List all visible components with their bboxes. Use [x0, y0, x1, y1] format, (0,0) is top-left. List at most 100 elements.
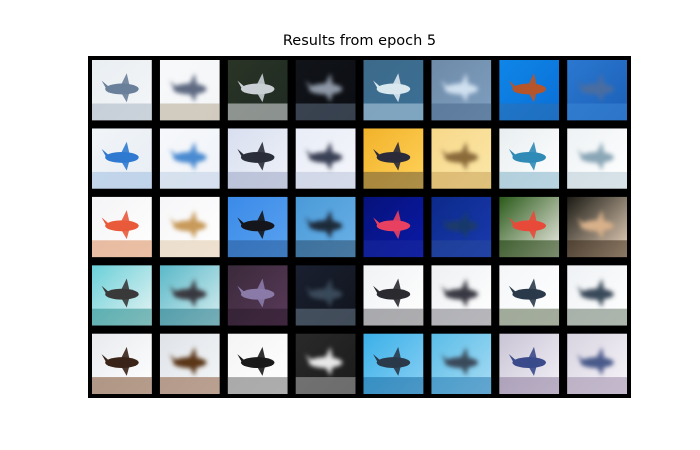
reconstructed-image-tile	[431, 265, 492, 326]
reconstructed-image-tile	[567, 333, 627, 394]
tile-ground	[431, 377, 492, 394]
tile-subject	[169, 210, 207, 240]
reconstructed-image-tile	[159, 128, 220, 189]
tile-subject	[440, 346, 479, 376]
reconstructed-image-tile	[567, 265, 627, 326]
reconstructed-image-tile	[431, 196, 492, 258]
original-image-tile	[499, 128, 560, 189]
tile-ground	[92, 240, 152, 258]
original-image-tile	[227, 265, 288, 326]
tile-subject	[373, 210, 411, 240]
original-image-tile	[363, 265, 424, 326]
tile-ground	[227, 171, 288, 189]
tile-subject	[373, 73, 411, 103]
tile-ground	[295, 308, 356, 326]
tile-ground	[227, 240, 288, 258]
tile-ground	[567, 103, 627, 121]
tile-subject	[508, 73, 546, 103]
original-image-tile	[363, 128, 424, 189]
tile-subject	[576, 141, 614, 171]
tile-subject	[237, 141, 275, 171]
tile-ground	[295, 103, 356, 121]
reconstructed-image-tile	[567, 60, 627, 121]
tile-ground	[499, 171, 560, 189]
tile-ground	[567, 377, 627, 394]
original-image-tile	[499, 60, 560, 121]
tile-subject	[169, 278, 207, 308]
tile-subject	[237, 73, 275, 103]
original-image-tile	[92, 196, 152, 258]
reconstructed-image-tile	[431, 333, 492, 394]
tile-ground	[567, 171, 627, 189]
tile-ground	[499, 103, 560, 121]
tile-ground	[227, 103, 288, 121]
tile-ground	[295, 240, 356, 258]
tile-subject	[101, 278, 139, 308]
original-image-tile	[363, 196, 424, 258]
original-image-tile	[227, 333, 288, 394]
original-image-tile	[92, 333, 152, 394]
reconstructed-image-tile	[295, 196, 356, 258]
tile-subject	[237, 278, 275, 308]
tile-ground	[363, 308, 424, 326]
tile-subject	[440, 210, 479, 240]
tile-subject	[440, 278, 479, 308]
tile-ground	[92, 308, 152, 326]
tile-ground	[92, 103, 152, 121]
original-image-tile	[227, 196, 288, 258]
tile-ground	[499, 240, 560, 258]
tile-ground	[92, 377, 152, 394]
tile-ground	[499, 377, 560, 394]
tile-ground	[363, 377, 424, 394]
tile-ground	[227, 308, 288, 326]
reconstructed-image-tile	[295, 60, 356, 121]
tile-subject	[440, 73, 479, 103]
original-image-tile	[363, 333, 424, 394]
tile-subject	[440, 141, 479, 171]
tile-subject	[305, 73, 343, 103]
tile-ground	[431, 103, 492, 121]
tile-ground	[431, 240, 492, 258]
reconstructed-image-tile	[159, 60, 220, 121]
original-image-tile	[499, 196, 560, 258]
original-image-tile	[227, 128, 288, 189]
reconstructed-image-tile	[295, 128, 356, 189]
reconstructed-image-tile	[295, 265, 356, 326]
tile-subject	[169, 73, 207, 103]
tile-subject	[305, 278, 343, 308]
tile-ground	[92, 171, 152, 189]
reconstructed-image-tile	[295, 333, 356, 394]
tile-subject	[508, 210, 546, 240]
tile-subject	[101, 210, 139, 240]
tile-subject	[305, 141, 343, 171]
tile-subject	[373, 278, 411, 308]
tile-ground	[363, 240, 424, 258]
tile-subject	[508, 141, 546, 171]
tile-subject	[373, 346, 411, 376]
tile-subject	[305, 346, 343, 376]
tile-ground	[567, 308, 627, 326]
tile-ground	[159, 103, 220, 121]
tile-subject	[237, 210, 275, 240]
image-grid	[88, 56, 631, 398]
image-grid-canvas	[92, 60, 627, 394]
tile-ground	[159, 240, 220, 258]
tile-ground	[295, 377, 356, 394]
reconstructed-image-tile	[567, 128, 627, 189]
tile-ground	[227, 377, 288, 394]
tile-subject	[101, 73, 139, 103]
tile-subject	[305, 210, 343, 240]
tile-ground	[363, 103, 424, 121]
tile-subject	[101, 346, 139, 376]
tile-ground	[499, 308, 560, 326]
tile-subject	[373, 141, 411, 171]
chart-title: Results from epoch 5	[282, 33, 437, 49]
tile-ground	[431, 308, 492, 326]
tile-subject	[508, 278, 546, 308]
original-image-tile	[363, 60, 424, 121]
tile-ground	[567, 240, 627, 258]
reconstructed-image-tile	[159, 265, 220, 326]
tile-ground	[159, 171, 220, 189]
tile-subject	[576, 210, 614, 240]
